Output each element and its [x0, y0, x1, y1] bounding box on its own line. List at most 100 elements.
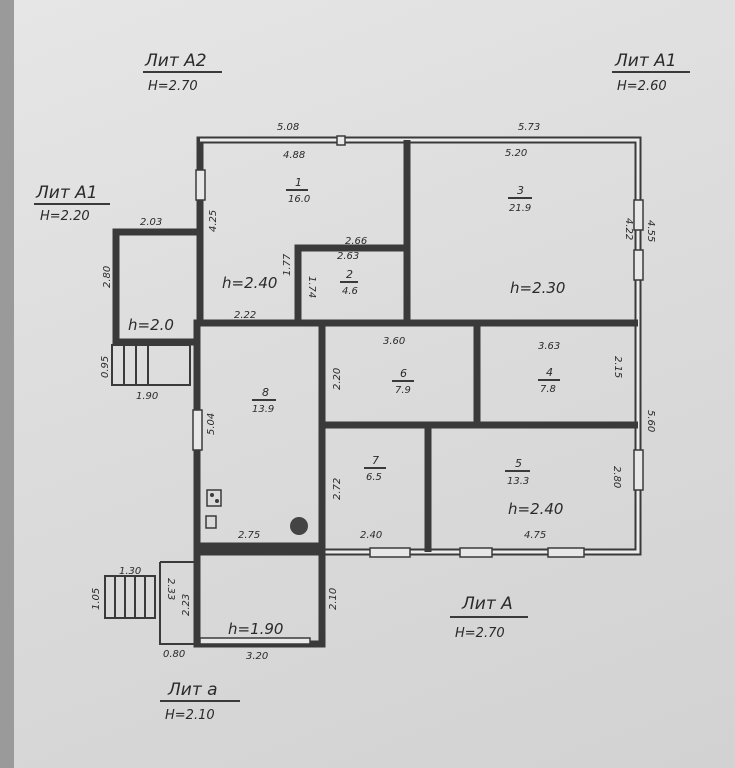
dimension-label: 2.63	[337, 251, 359, 262]
svg-text:4.6: 4.6	[342, 286, 358, 297]
dimension-label: 3.20	[246, 651, 268, 662]
dimension-label: 2.40	[360, 530, 382, 541]
dimension-label: 4.25	[208, 210, 219, 232]
svg-text:13.9: 13.9	[252, 404, 274, 415]
room-4: 4 7.8	[538, 366, 560, 395]
height-label: h=2.30	[510, 279, 565, 297]
height-label: h=2.40	[222, 274, 277, 292]
annex-wall	[112, 228, 197, 346]
dimension-label: 5.08	[277, 122, 299, 133]
liter-a2-label: Лит А2 H=2.70	[143, 51, 222, 94]
dimension-label: 2.80	[102, 266, 113, 288]
dimension-label: 5.73	[518, 122, 540, 133]
dimension-label: 3.60	[383, 336, 405, 347]
room-7: 7 6.5	[364, 454, 386, 483]
dimension-label: 5.20	[505, 148, 527, 159]
dimension-label: 2.66	[345, 236, 367, 247]
stairs	[104, 575, 156, 619]
dimension-label: 2.33	[165, 578, 176, 600]
dimension-label: 2.72	[332, 478, 343, 500]
liter-name: Лит А	[461, 594, 513, 614]
svg-text:21.9: 21.9	[509, 203, 531, 214]
window-mark	[633, 449, 644, 491]
window-mark	[633, 199, 644, 231]
dimension-label: 0.95	[100, 356, 111, 378]
dimension-label: 2.15	[612, 356, 623, 378]
room-5: 5 13.3	[505, 457, 530, 487]
openings	[192, 135, 644, 645]
liter-height: H=2.60	[617, 79, 667, 94]
room-1: 1 16.0	[286, 176, 310, 205]
liter-name: Лит А1	[614, 51, 677, 71]
liter-name: Лит А1	[35, 183, 98, 203]
svg-text:2: 2	[346, 268, 353, 281]
walls	[104, 136, 642, 648]
dimension-label: 2.80	[611, 466, 622, 488]
svg-text:1: 1	[295, 176, 302, 189]
height-label: h=2.0	[128, 316, 174, 334]
window-mark	[199, 637, 311, 645]
liter-height: H=2.10	[165, 708, 215, 723]
window-mark	[195, 169, 206, 201]
dimension-label: 2.23	[181, 594, 192, 616]
dimension-label: 3.63	[538, 341, 560, 352]
dimension-label: 2.75	[238, 530, 260, 541]
liter-a-small-label: Лит а H=2.10	[160, 680, 240, 723]
dimension-label: 2.10	[328, 588, 339, 610]
liter-a-label: Лит А H=2.70	[450, 594, 528, 641]
window-mark	[336, 135, 346, 146]
svg-text:7: 7	[372, 454, 379, 467]
liter-height: H=2.20	[40, 209, 90, 224]
liter-name: Лит а	[167, 680, 218, 700]
liter-name: Лит А2	[144, 51, 207, 71]
dimension-label: 4.88	[283, 150, 305, 161]
svg-text:5: 5	[515, 457, 522, 470]
dimension-label: 0.80	[163, 649, 185, 660]
dimension-label: 2.20	[332, 368, 343, 390]
dimension-label: 4.75	[524, 530, 546, 541]
dimensions: 5.08 5.73 4.88 5.20 4.25 4.22 4.55 2.03 …	[91, 122, 656, 662]
dimension-label: 4.22	[623, 218, 634, 240]
dimension-label: 1.90	[136, 391, 158, 402]
dimension-label: 5.60	[645, 410, 656, 432]
svg-text:3: 3	[517, 184, 524, 197]
sink-icon	[205, 515, 217, 529]
partition-wall	[294, 244, 407, 323]
room-8: 8 13.9	[252, 386, 276, 415]
liter-height: H=2.70	[148, 79, 198, 94]
dimension-label: 4.55	[645, 220, 656, 242]
room-2: 2 4.6	[340, 268, 358, 297]
svg-text:6.5: 6.5	[366, 472, 382, 483]
stove-icon	[206, 489, 222, 507]
liter-a1-left-label: Лит А1 H=2.20	[34, 183, 110, 224]
window-mark	[547, 547, 585, 558]
dimension-label: 1.30	[119, 566, 141, 577]
bottom-annex-wall	[193, 548, 326, 648]
svg-text:8: 8	[262, 386, 269, 399]
dimension-label: 1.77	[282, 253, 293, 276]
room-6: 6 7.9	[392, 367, 414, 396]
dimension-label: 1.05	[91, 588, 102, 610]
boiler-icon	[290, 517, 308, 535]
room-3: 3 21.9	[508, 184, 532, 214]
liter-height: H=2.70	[455, 626, 505, 641]
liter-a1-label: Лит А1 H=2.60	[612, 51, 690, 94]
svg-text:13.3: 13.3	[507, 476, 529, 487]
window-mark	[192, 409, 203, 451]
svg-text:7.8: 7.8	[540, 384, 556, 395]
svg-text:4: 4	[546, 366, 553, 379]
dimension-label: 5.04	[206, 413, 217, 435]
porch	[111, 344, 191, 386]
svg-text:7.9: 7.9	[395, 385, 411, 396]
svg-text:16.0: 16.0	[288, 194, 310, 205]
svg-text:6: 6	[400, 367, 407, 380]
dimension-label: 2.03	[140, 217, 162, 228]
height-label: h=2.40	[508, 500, 563, 518]
dimension-label: 1.74	[306, 276, 317, 298]
outer-wall	[193, 136, 642, 556]
height-label: h=1.90	[228, 620, 283, 638]
window-mark	[459, 547, 493, 558]
window-mark	[633, 249, 644, 281]
window-mark	[369, 547, 411, 558]
